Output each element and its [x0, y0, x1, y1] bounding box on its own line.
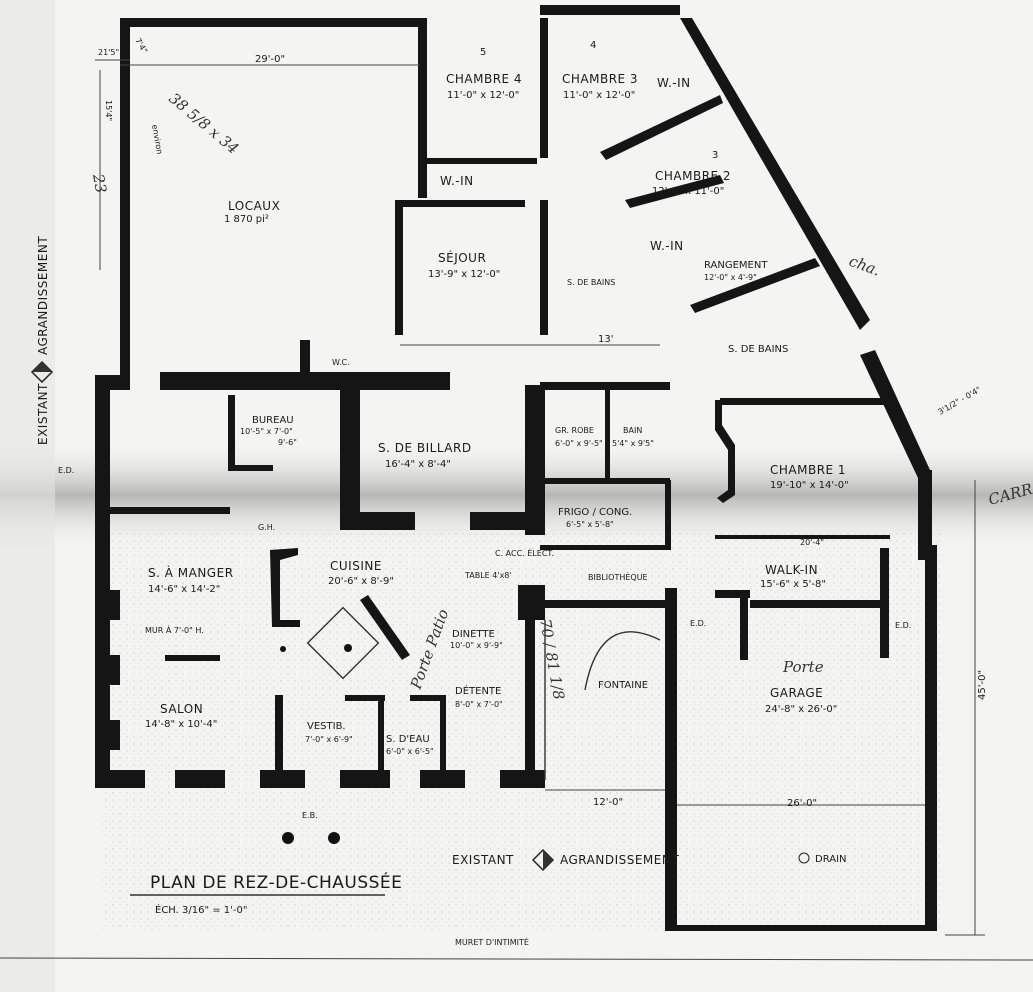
room-chambre4-mark: 5 [480, 47, 486, 58]
dim-locaux-width: 29'-0" [255, 54, 285, 65]
room-dinette-name: DINETTE [452, 629, 495, 640]
room-walkin-a: W.-IN [657, 76, 691, 90]
room-detente-size: 8'-0" x 7'-0" [455, 700, 503, 709]
room-sdeau-size: 6'-0" x 6'-5" [386, 747, 434, 756]
room-rangement-name: RANGEMENT [704, 260, 768, 271]
room-chambre1-name: CHAMBRE 1 [770, 463, 846, 477]
note-ed-left: E.D. [58, 466, 74, 475]
plan-notes: FONTAINE BIBLIOTHÈQUE TABLE 4'x8' C. ACC… [58, 466, 911, 947]
dim-garage-width: 26'-0" [787, 798, 817, 809]
room-salon-name: SALON [160, 702, 203, 716]
dim-corridor: 13' [598, 334, 613, 345]
room-garderobe-size: 6'-0" x 9'-5" [555, 439, 603, 448]
room-detente-name: DÉTENTE [455, 684, 501, 697]
room-frigo-name: FRIGO / CONG. [558, 507, 632, 518]
room-chambre1-size: 19'-10" x 14'-0" [770, 480, 849, 491]
dim-walkin-width: 20'-4" [800, 538, 824, 547]
note-muret: MURET D'INTIMITÉ [455, 936, 529, 947]
room-sdb2-name: S. DE BAINS [728, 344, 788, 355]
note-elect: C. ACC. ÉLECT. [495, 547, 554, 558]
zone-extension-label-bottom: AGRANDISSEMENT [560, 853, 679, 867]
room-billard-name: S. DE BILLARD [378, 441, 472, 455]
room-frigo-size: 6'-5" x 5'-8" [566, 520, 614, 529]
walls [95, 5, 937, 931]
room-dinette-size: 10'-0" x 9'-9" [450, 641, 503, 650]
dim-total-depth: 45'-0" [977, 670, 988, 700]
room-walkin-name: WALK-IN [765, 563, 818, 577]
room-sejour-size: 13'-9" x 12'-0" [428, 269, 500, 280]
room-locaux-name: LOCAUX [228, 199, 280, 213]
drain-symbol-icon [798, 852, 810, 864]
room-labels: LOCAUX 1 870 pi² 5 CHAMBRE 4 11'-0" x 12… [145, 40, 849, 756]
zone-marker-left: EXISTANT AGRANDISSEMENT [30, 236, 54, 445]
room-cuisine-size: 20'-6" x 8'-9" [328, 576, 394, 587]
note-ed-right: E.D. [895, 621, 911, 630]
room-bureau-size: 10'-5" x 7'-0" [240, 427, 293, 436]
room-chambre3-size: 11'-0" x 12'-0" [563, 90, 635, 101]
room-sejour-name: SÉJOUR [438, 250, 486, 265]
room-garage-size: 24'-8" x 26'-0" [765, 704, 837, 715]
room-chambre4-name: CHAMBRE 4 [446, 72, 522, 86]
room-cuisine-name: CUISINE [330, 559, 382, 573]
note-eb: E.B. [302, 811, 318, 820]
note-table: TABLE 4'x8' [464, 571, 512, 580]
room-walkin-c: W.-IN [650, 239, 684, 253]
note-fontaine: FONTAINE [598, 680, 648, 691]
room-vestibule-size: 7'-0" x 6'-9" [305, 735, 353, 744]
room-rangement-size: 12'-0" x 4'-9" [704, 273, 757, 282]
room-chambre4-size: 11'-0" x 12'-0" [447, 90, 519, 101]
dim-side-a: 21'5" [98, 48, 119, 57]
note-drain: DRAIN [815, 854, 847, 865]
room-sdeau-name: S. D'EAU [386, 734, 430, 745]
hand-23: 23 [89, 172, 110, 195]
hand-porte: Porte [782, 658, 824, 676]
plan-title: PLAN DE REZ-DE-CHAUSSÉE [150, 871, 402, 893]
plan-scale: ÉCH. 3/16" = 1'-0" [155, 903, 247, 916]
dim-side-c: 15'4" [104, 100, 113, 121]
room-manger-name: S. À MANGER [148, 565, 234, 580]
zone-extension-label: AGRANDISSEMENT [36, 236, 50, 355]
room-vestibule-name: VESTIB. [307, 721, 346, 732]
room-sdb1-name: S. DE BAINS [567, 278, 615, 287]
room-walkin-size: 15'-6" x 5'-8" [760, 579, 826, 590]
room-chambre2-name: CHAMBRE 2 [655, 169, 731, 183]
room-chambre2-size: 12'-0" x 11'-0" [652, 186, 724, 197]
room-wc-name: W.C. [332, 358, 350, 367]
room-salon-size: 14'-8" x 10'-4" [145, 719, 217, 730]
room-chambre3-mark: 4 [590, 40, 596, 51]
note-gh: G.H. [258, 523, 275, 532]
room-bain-size: 5'4" x 9'5" [612, 439, 654, 448]
zone-marker-bottom: EXISTANT AGRANDISSEMENT [452, 848, 679, 872]
room-garderobe-name: GR. ROBE [555, 426, 594, 435]
room-bain-name: BAIN [623, 426, 642, 435]
note-bibliotheque: BIBLIOTHÈQUE [588, 571, 648, 582]
room-chambre2-mark: 3 [712, 150, 718, 161]
note-ed-garage: E.D. [690, 619, 706, 628]
dimension-lines [0, 59, 1033, 961]
room-billard-size: 16'-4" x 8'-4" [385, 459, 451, 470]
room-garage-name: GARAGE [770, 686, 823, 700]
room-locaux-size: 1 870 pi² [224, 214, 269, 225]
dim-front: 12'-0" [593, 797, 623, 808]
zone-existing-label-bottom: EXISTANT [452, 853, 514, 867]
paper-edge [0, 0, 55, 992]
room-chambre3-name: CHAMBRE 3 [562, 72, 638, 86]
room-bureau-size2: 9'-6" [278, 438, 297, 447]
title-block: PLAN DE REZ-DE-CHAUSSÉE ÉCH. 3/16" = 1'-… [150, 871, 402, 916]
zone-existing-label: EXISTANT [36, 383, 50, 445]
note-mur: MUR À 7'-0" H. [145, 624, 204, 635]
room-bureau-name: BUREAU [252, 415, 294, 426]
room-manger-size: 14'-6" x 14'-2" [148, 584, 220, 595]
room-walkin-b: W.-IN [440, 174, 474, 188]
